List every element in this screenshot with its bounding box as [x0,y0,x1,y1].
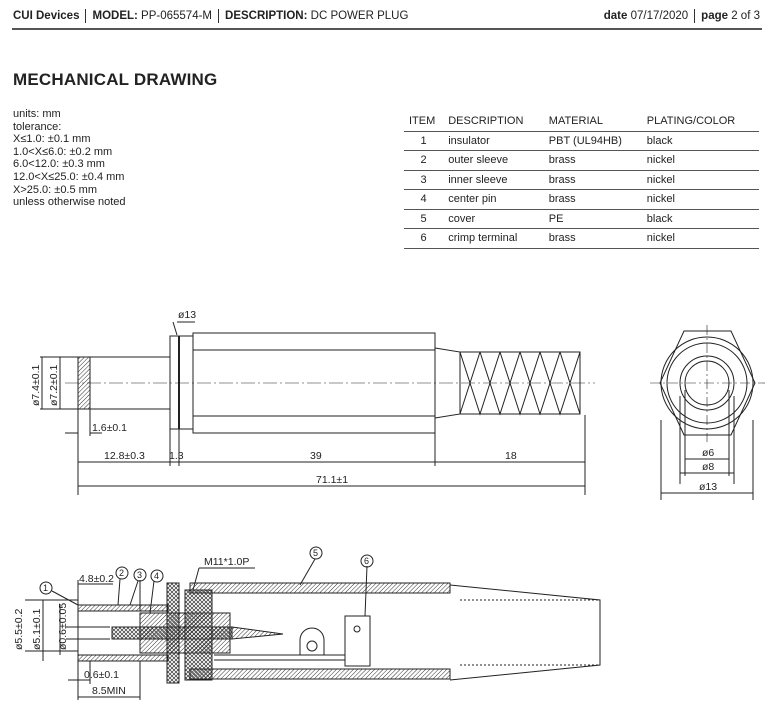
dim-d6: ø6 [702,447,714,459]
cell: cover [443,209,544,229]
model: PP-065574-M [141,10,213,23]
desc-label: DESCRIPTION: [225,10,308,23]
col-material: MATERIAL [543,112,642,132]
col-item: ITEM [404,112,444,132]
page-title: MECHANICAL DRAWING [13,70,218,89]
dim-0-6: 0.6±0.1 [84,669,119,681]
callout-2: 2 [119,568,124,578]
callout-5: 5 [313,548,318,558]
page-number: 2 of 3 [731,10,760,23]
cell: 4 [404,189,444,210]
units-line: 12.0<X≤25.0: ±0.4 mm [13,170,125,183]
end-view [650,325,765,500]
cell: PE [543,209,642,229]
cell: insulator [443,131,544,151]
dim-d74: ø7.4±0.1 [30,364,42,406]
cell: crimp terminal [443,228,544,249]
dim-d8: ø8 [702,461,714,473]
dim-thread: M11*1.0P [204,556,249,568]
company: CUI Devices [13,10,80,23]
cell: 1 [404,131,444,151]
header-right: date 07/17/2020 page 2 of 3 [604,9,760,23]
model-label: MODEL: [92,10,138,23]
cell: brass [543,150,642,171]
dim-d13: ø13 [178,309,196,321]
dim-71-1: 71.1±1 [316,474,348,486]
section-labels: 1 2 3 4 5 6 4.8±0.2 M11*1.0P ø5.5±0.2 ø5… [13,548,369,697]
dim-8-5: 8.5MIN [92,685,126,697]
units-line: tolerance: [13,120,62,133]
cell: 6 [404,228,444,249]
side-view [40,321,595,495]
date-label: date [603,10,628,23]
col-description: DESCRIPTION [443,112,544,132]
callout-4: 4 [154,571,159,581]
dim-39: 39 [310,450,322,462]
units-line: 6.0<12.0: ±0.3 mm [13,158,105,171]
cell: 2 [404,150,444,171]
page-label: page [701,10,729,23]
dim-d06: ø0.6±0.05 [57,603,69,650]
units-line: units: mm [13,108,61,120]
cell: black [641,131,759,151]
side-view-labels: ø13 ø7.4±0.1 ø7.2±0.1 1.6±0.1 12.8±0.3 1… [30,309,517,486]
cell: brass [543,189,642,210]
units-line: X>25.0: ±0.5 mm [13,183,97,196]
header-left: CUI Devices MODEL: PP-065574-M DESCRIPTION… [13,9,408,23]
cell: nickel [641,170,759,190]
cell: PBT (UL94HB) [543,131,642,151]
cell: nickel [641,228,759,249]
cell: outer sleeve [443,150,544,171]
dim-d51: ø5.1±0.1 [31,608,43,650]
dim-d72: ø7.2±0.1 [48,364,60,406]
dim-18: 18 [505,450,517,462]
dim-d13-end: ø13 [699,481,717,493]
cell: 3 [404,170,444,190]
units-line: 1.0<X≤6.0: ±0.2 mm [13,145,113,158]
dim-12-8: 12.8±0.3 [104,450,145,462]
units-line: unless otherwise noted [13,196,126,209]
dim-1-6: 1.6±0.1 [92,422,127,434]
dim-1-3: 1.3 [169,450,184,462]
cell: nickel [641,189,759,210]
description: DC POWER PLUG [310,10,409,23]
callout-6: 6 [364,556,369,566]
dim-d55: ø5.5±0.2 [13,608,25,650]
units-tolerance: units: mm tolerance: X≤1.0: ±0.1 mm 1.0<… [13,108,126,209]
date: 07/17/2020 [630,10,689,23]
cell: brass [543,170,642,190]
cell: center pin [443,189,544,210]
cell: brass [543,228,642,249]
cell: nickel [641,150,759,171]
callout-1: 1 [43,583,48,593]
callouts [39,546,374,595]
col-plating: PLATING/COLOR [641,112,759,132]
dim-4-8: 4.8±0.2 [79,573,114,585]
header-divider [12,28,762,30]
callout-3: 3 [137,570,142,580]
section-view [25,546,601,700]
cell: 5 [404,209,444,229]
cell: inner sleeve [443,170,544,190]
cell: black [641,209,759,229]
units-line: X≤1.0: ±0.1 mm [13,133,91,146]
